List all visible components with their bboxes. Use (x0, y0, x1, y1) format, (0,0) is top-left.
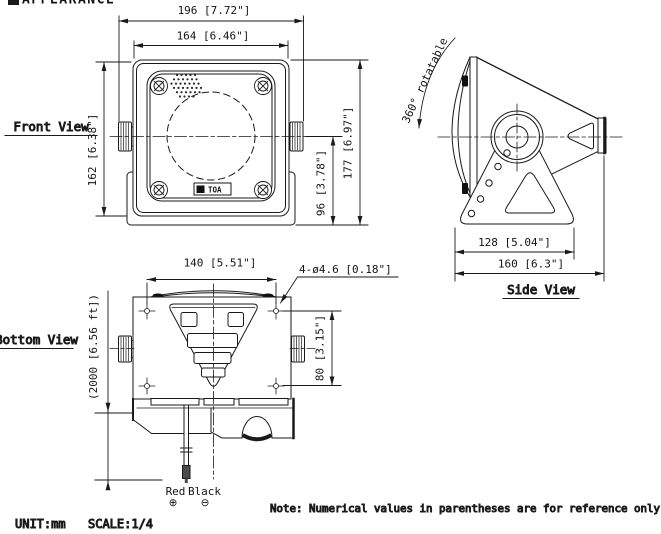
dim-side-bracket-width: 128 [5.04"] (478, 236, 551, 249)
dim-bottom-hole-pitch-w: 140 [5.51"] (184, 257, 257, 270)
bottom-vent-slots (150, 398, 289, 406)
dim-bottom-hole-spec: 4-ø4.6 [0.18"] (299, 263, 392, 276)
side-view-label: Side View (507, 282, 575, 297)
screw-icon (150, 77, 168, 95)
cable-connector (182, 465, 191, 479)
header-bullet-icon (8, 0, 19, 5)
toa-logo-text: TOA (208, 186, 222, 195)
cable-tip (184, 478, 188, 483)
bottom-under-structure (132, 397, 295, 442)
grille-dots-icon (170, 73, 203, 98)
rotatable-callout: 360° rotatable (399, 36, 456, 129)
rotatable-label: 360° rotatable (399, 36, 450, 126)
hinge-block-icon (462, 183, 468, 194)
hole-spec-leader (279, 276, 299, 304)
dim-front-cabinet-width: 164 [6.46"] (177, 30, 250, 43)
minus-terminal-icon: ⊖ (201, 497, 210, 509)
bracket-triangle-cutout (505, 172, 555, 214)
dim-side-overall-depth: 160 [6.3"] (498, 258, 564, 271)
wire-red-label: Red (166, 485, 186, 498)
footer: UNIT:mm SCALE:1/4 Note: Numerical values… (15, 502, 661, 532)
hole-cross-icon (267, 302, 285, 320)
header-title: APPEARANCE (22, 0, 115, 8)
side-cabinet (451, 56, 478, 198)
wall-plate (597, 116, 607, 155)
bracket-arm-upper (476, 56, 607, 124)
hole-cross-icon (267, 377, 285, 395)
screw-icon (150, 181, 168, 199)
screw-icon (254, 181, 272, 199)
side-dimensions: 128 [5.04"] 160 [6.3"] (454, 155, 605, 282)
screw-icon (254, 77, 272, 95)
wire-labels: Red Black ⊕ ⊖ (166, 485, 222, 509)
front-corner-screws (150, 77, 272, 199)
front-cabinet (132, 59, 290, 217)
dim-front-overall-width: 196 [7.72"] (178, 4, 251, 17)
header: APPEARANCE (8, 0, 115, 8)
wall-bracket-cutout (567, 122, 594, 150)
bottom-view-label: Bottom View (0, 332, 78, 347)
hinge-block-icon (462, 75, 468, 87)
dim-front-center-height: 96 [3.78"] (315, 150, 328, 216)
dim-bottom-cable-length: (2000 [6.56 ft]) (87, 294, 100, 400)
hole-cross-icon (138, 377, 156, 395)
cable-gland-bump (241, 416, 273, 439)
bottom-view: 140 [5.51"] 4-ø4.6 [0.18"] 80 [3.15"] (2… (0, 257, 399, 509)
speaker-cable (180, 404, 193, 483)
plus-terminal-icon: ⊕ (169, 497, 178, 509)
reference-note: Note: Numerical values in parentheses ar… (270, 502, 661, 515)
rotatable-arc-arrow-icon (417, 37, 456, 129)
front-view-label: Front View (13, 119, 89, 134)
front-view: TOA 196 [7.72"] 164 [6.46"] 162 [6.38"] … (4, 4, 369, 226)
wire-black-label: Black (188, 485, 221, 498)
dim-front-cabinet-height: 162 [6.38"] (86, 114, 99, 187)
front-dimensions: 196 [7.72"] 164 [6.46"] 162 [6.38"] 96 [… (86, 4, 369, 226)
dim-front-overall-height: 177 [6.97"] (342, 107, 355, 180)
gland-shadow (241, 433, 273, 442)
unit-label: UNIT:mm (15, 517, 66, 531)
bracket-adjust-holes (467, 149, 511, 218)
speaker-cone-dashed-circle (166, 91, 256, 181)
mounting-holes (138, 302, 285, 395)
scale-label: SCALE:1/4 (88, 517, 153, 531)
dim-bottom-hole-pitch-d: 80 [3.15"] (314, 315, 327, 381)
hole-cross-icon (138, 302, 156, 320)
side-view: 360° rotatable 128 [5.04"] 160 [6.3"] Si… (399, 36, 626, 299)
bottom-dimensions: 140 [5.51"] 4-ø4.6 [0.18"] 80 [3.15"] (2… (87, 257, 399, 491)
toa-logo: TOA (193, 182, 232, 196)
